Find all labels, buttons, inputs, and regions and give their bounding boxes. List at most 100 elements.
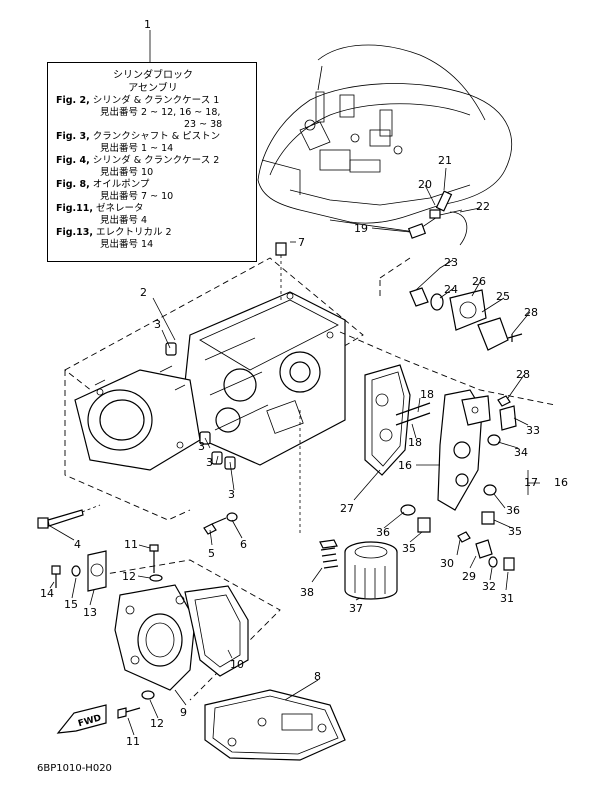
exhaust-cover bbox=[114, 584, 196, 691]
callout-11-b: 11 bbox=[126, 735, 140, 748]
washer-32 bbox=[488, 556, 498, 568]
callout-3-a: 3 bbox=[154, 318, 161, 331]
callout-8: 8 bbox=[314, 670, 321, 683]
reference-info-box: シリンダブロック アセンブリ Fig. 2, シリンダ & クランクケース 1 … bbox=[47, 62, 257, 262]
callout-35-a: 35 bbox=[402, 542, 416, 555]
callout-12-a: 12 bbox=[122, 570, 136, 583]
ref-fig4: Fig. 4, シリンダ & クランクケース 2 bbox=[56, 155, 250, 167]
ref-fig8-text: オイルポンプ bbox=[92, 179, 150, 190]
washer-36-left bbox=[400, 504, 416, 516]
callout-30: 30 bbox=[440, 557, 454, 570]
thermostat-group-line bbox=[379, 257, 411, 279]
callout-15: 15 bbox=[64, 598, 78, 611]
ref-fig2-sub1: 見出番号 2 ~ 12, 16 ~ 18, bbox=[100, 107, 221, 118]
washer-6 bbox=[226, 512, 238, 522]
leader-lines bbox=[49, 30, 540, 736]
exhaust-cover-group-outline bbox=[99, 559, 281, 701]
callout-34: 34 bbox=[514, 446, 528, 459]
cylinder-block bbox=[179, 291, 346, 466]
washer-36-right bbox=[483, 484, 497, 496]
crankcase bbox=[74, 365, 201, 471]
callout-37: 37 bbox=[349, 602, 363, 615]
ref-fig13: Fig.13, エレクトリカル 2 bbox=[56, 227, 250, 239]
plate-13 bbox=[87, 550, 107, 592]
ref-fig3: Fig. 3, クランクシャフト & ピストン bbox=[56, 131, 250, 143]
callout-5: 5 bbox=[208, 547, 215, 560]
water-hose-assembly bbox=[329, 190, 468, 246]
callout-6: 6 bbox=[240, 538, 247, 551]
callout-18-a: 18 bbox=[420, 388, 434, 401]
callout-28-b: 28 bbox=[516, 368, 530, 381]
callout-3-b: 3 bbox=[198, 440, 205, 453]
oil-pan-gasket bbox=[204, 689, 346, 761]
callout-12-b: 12 bbox=[150, 717, 164, 730]
callout-25: 25 bbox=[496, 290, 510, 303]
bolt-11-upper bbox=[149, 544, 159, 573]
bolt-28-lower bbox=[497, 395, 511, 407]
callout-36-a: 36 bbox=[376, 526, 390, 539]
oil-filter bbox=[344, 541, 398, 600]
ref-fig2-text: シリンダ & クランクケース 1 bbox=[92, 95, 220, 106]
ref-fig2: Fig. 2, シリンダ & クランクケース 1 bbox=[56, 95, 250, 107]
callout-32: 32 bbox=[482, 580, 496, 593]
callout-26: 26 bbox=[472, 275, 486, 288]
callout-3-c: 3 bbox=[206, 456, 213, 469]
callout-4: 4 bbox=[74, 538, 81, 551]
callout-23: 23 bbox=[444, 256, 458, 269]
collar-29 bbox=[475, 539, 493, 559]
ref-fig8: Fig. 8, オイルポンプ bbox=[56, 179, 250, 191]
ref-fig8-sub1: 見出番号 7 ~ 10 bbox=[100, 191, 174, 202]
oil-pump-body bbox=[437, 389, 491, 511]
callout-10: 10 bbox=[230, 658, 244, 671]
plug-35-right bbox=[481, 511, 495, 525]
plug-35-left bbox=[417, 517, 431, 533]
ref-fig4-sub1: 見出番号 10 bbox=[100, 167, 154, 178]
callout-16-a: 16 bbox=[398, 459, 412, 472]
ref-fig8-number: Fig. 8, bbox=[56, 179, 90, 190]
washer-12-upper bbox=[149, 574, 163, 582]
callout-13: 13 bbox=[83, 606, 97, 619]
callout-16-b: 16 bbox=[554, 476, 568, 489]
callout-18-b: 18 bbox=[408, 436, 422, 449]
ref-fig11-sub1: 見出番号 4 bbox=[100, 215, 148, 226]
ref-fig11-number: Fig.11, bbox=[56, 203, 93, 214]
callout-28-a: 28 bbox=[524, 306, 538, 319]
pump-group-outline bbox=[339, 331, 556, 406]
callout-29: 29 bbox=[462, 570, 476, 583]
callout-14: 14 bbox=[40, 587, 54, 600]
bolt-4 bbox=[37, 504, 101, 529]
ref-fig2-number: Fig. 2, bbox=[56, 95, 90, 106]
diagram-reference-code: 6BP1010-H020 bbox=[37, 763, 112, 774]
callout-19: 19 bbox=[354, 222, 368, 235]
callout-36-b: 36 bbox=[506, 504, 520, 517]
callout-3-d: 3 bbox=[228, 488, 235, 501]
ref-fig11-text: ゼネレータ bbox=[96, 203, 144, 214]
ref-fig3-text: クランクシャフト & ピストン bbox=[92, 131, 221, 142]
bolt-30 bbox=[457, 531, 471, 543]
callout-24: 24 bbox=[444, 283, 458, 296]
callout-33: 33 bbox=[526, 424, 540, 437]
ref-fig13-number: Fig.13, bbox=[56, 227, 93, 238]
callout-7: 7 bbox=[298, 236, 305, 249]
ref-fig13-sub1: 見出番号 14 bbox=[100, 239, 154, 250]
bolt-11-lower bbox=[117, 707, 141, 719]
ref-fig4-text: シリンダ & クランクケース 2 bbox=[92, 155, 220, 166]
callout-27: 27 bbox=[340, 502, 354, 515]
callout-17: 17 bbox=[524, 476, 538, 489]
ref-fig3-sub1: 見出番号 1 ~ 14 bbox=[100, 143, 174, 154]
relief-spring bbox=[319, 539, 339, 569]
ref-fig11: Fig.11, ゼネレータ bbox=[56, 203, 250, 215]
callout-35-b: 35 bbox=[508, 525, 522, 538]
callout-numbers: 1 2 3 3 3 3 4 5 6 7 8 9 10 11 11 12 12 1… bbox=[40, 18, 568, 748]
washer-15 bbox=[71, 565, 81, 577]
callout-22: 22 bbox=[476, 200, 490, 213]
callout-31: 31 bbox=[500, 592, 514, 605]
info-title-line2: アセンブリ bbox=[128, 83, 178, 94]
callout-2: 2 bbox=[140, 286, 147, 299]
gasket-10 bbox=[184, 585, 249, 677]
ref-fig2-sub2: 23 ~ 38 bbox=[184, 119, 223, 130]
plug-7 bbox=[275, 242, 287, 256]
callout-21: 21 bbox=[438, 154, 452, 167]
plug-31 bbox=[503, 557, 515, 571]
